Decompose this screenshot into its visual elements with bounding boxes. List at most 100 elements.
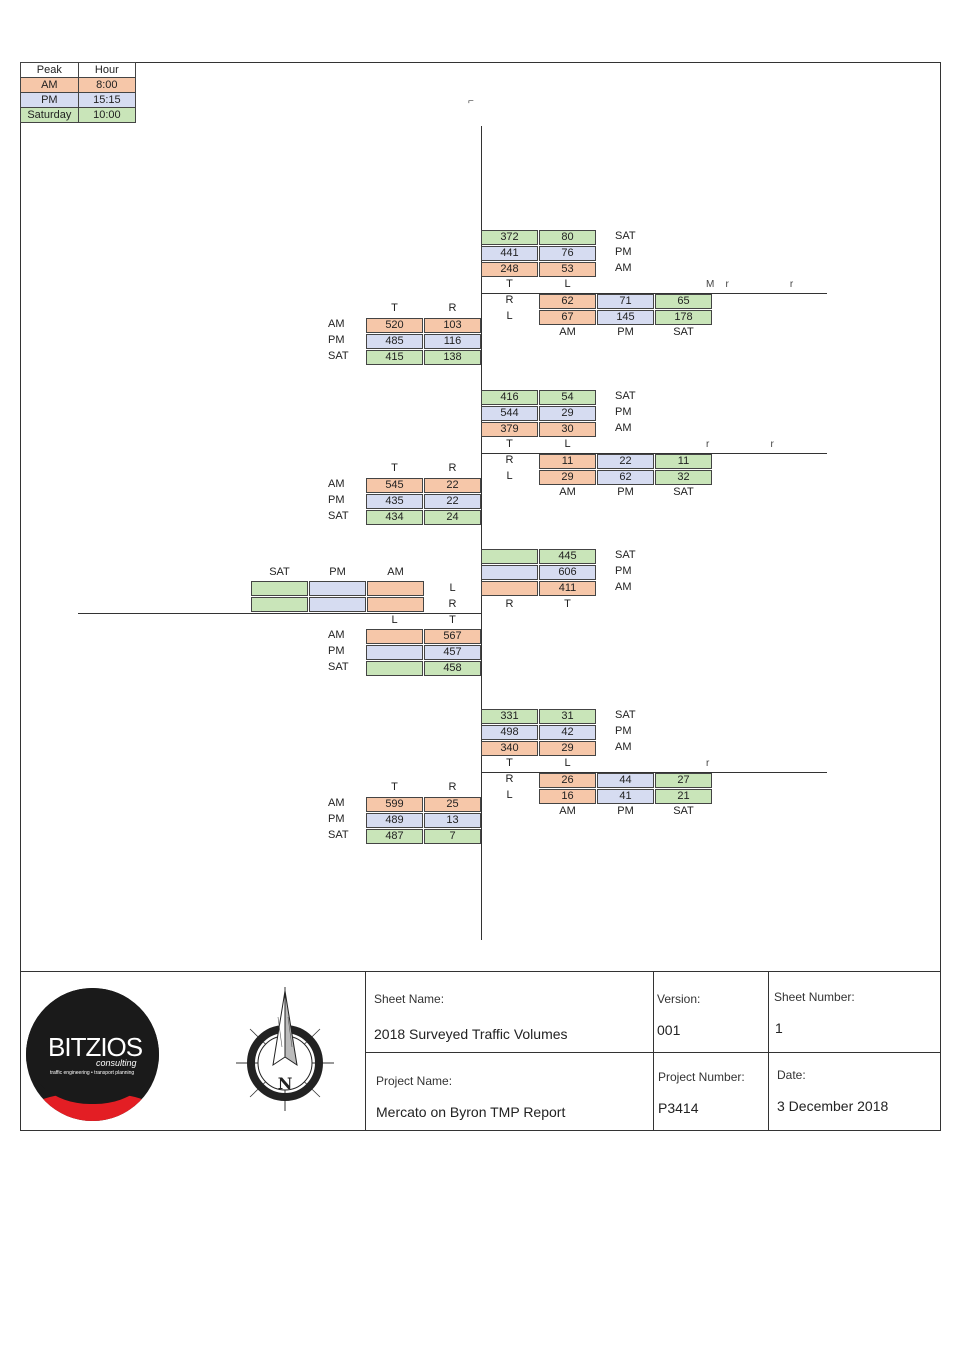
north-through-sat-0: 372 xyxy=(481,230,538,245)
east-l-label-1: L xyxy=(506,470,513,482)
legend-peak-am: AM xyxy=(20,77,79,93)
version-label: Version: xyxy=(657,992,701,1006)
north-row-label-pm-3: PM xyxy=(615,725,632,737)
south-through-pm-1: 435 xyxy=(366,494,423,509)
east-col-label-pm-1: PM xyxy=(617,486,634,498)
i2-north-through-pm: 606 xyxy=(539,565,596,580)
south-right-pm-1: 22 xyxy=(424,494,481,509)
east-col-label-pm-3: PM xyxy=(617,805,634,817)
i2-south-row-label-sat: SAT xyxy=(328,661,349,673)
north-t-label-3: T xyxy=(506,757,513,769)
i2-north-row-label-sat: SAT xyxy=(615,549,636,561)
i2-north-right-pm xyxy=(481,565,538,580)
south-r-label-1: R xyxy=(448,462,457,474)
east-left-pm-1: 62 xyxy=(597,470,654,485)
side-road-line-3 xyxy=(481,772,827,773)
peak-hour-legend: Peak Hour AM 8:00 PM 15:15 Saturday 10:0… xyxy=(20,62,137,123)
north-left-pm-0: 76 xyxy=(539,246,596,261)
south-through-sat-3: 487 xyxy=(366,829,423,844)
east-col-label-sat-3: SAT xyxy=(673,805,694,817)
east-right-pm-0: 71 xyxy=(597,294,654,309)
north-left-pm-1: 29 xyxy=(539,406,596,421)
i2-south-row-label-am: AM xyxy=(328,629,345,641)
north-row-label-am-0: AM xyxy=(615,262,632,274)
south-through-am-1: 545 xyxy=(366,478,423,493)
main-road-line xyxy=(481,126,482,940)
east-right-sat-1: 11 xyxy=(655,454,712,469)
south-through-sat-1: 434 xyxy=(366,510,423,525)
north-left-pm-3: 42 xyxy=(539,725,596,740)
south-right-sat-3: 7 xyxy=(424,829,481,844)
side-road-text-1: r r xyxy=(706,439,774,450)
south-row-label-sat-3: SAT xyxy=(328,829,349,841)
i2-west-right-am xyxy=(367,597,424,612)
title-block-divider-1 xyxy=(365,971,366,1131)
south-row-label-am-3: AM xyxy=(328,797,345,809)
south-through-am-0: 520 xyxy=(366,318,423,333)
legend-header-hour: Hour xyxy=(77,62,137,78)
east-left-pm-3: 41 xyxy=(597,789,654,804)
i2-west-col-label-sat: SAT xyxy=(269,566,290,578)
east-right-am-1: 11 xyxy=(539,454,596,469)
north-row-label-sat-0: SAT xyxy=(615,230,636,242)
north-through-sat-3: 331 xyxy=(481,709,538,724)
title-block-divider-3 xyxy=(768,971,769,1131)
north-left-am-3: 29 xyxy=(539,741,596,756)
legend-hour-am: 8:00 xyxy=(77,77,137,93)
i2-north-row-label-am: AM xyxy=(615,581,632,593)
i2-south-l-label: L xyxy=(391,614,398,626)
east-right-pm-3: 44 xyxy=(597,773,654,788)
south-right-pm-3: 13 xyxy=(424,813,481,828)
legend-peak-pm: PM xyxy=(20,92,79,108)
north-through-pm-0: 441 xyxy=(481,246,538,261)
south-right-am-3: 25 xyxy=(424,797,481,812)
i2-north-right-sat xyxy=(481,549,538,564)
i2-west-col-label-am: AM xyxy=(387,566,404,578)
i2-south-left-am xyxy=(366,629,423,644)
north-through-am-3: 340 xyxy=(481,741,538,756)
i2-south-row-label-pm: PM xyxy=(328,645,345,657)
sheet-number-label: Sheet Number: xyxy=(774,990,855,1004)
i2-north-r-label: R xyxy=(505,598,514,610)
east-right-sat-0: 65 xyxy=(655,294,712,309)
north-row-label-am-3: AM xyxy=(615,741,632,753)
i2-south-through-sat: 458 xyxy=(424,661,481,676)
i2-south-left-sat xyxy=(366,661,423,676)
logo-black-inner xyxy=(26,988,159,1104)
north-through-sat-1: 416 xyxy=(481,390,538,405)
south-right-sat-1: 24 xyxy=(424,510,481,525)
east-col-label-pm-0: PM xyxy=(617,326,634,338)
north-left-sat-3: 31 xyxy=(539,709,596,724)
south-r-label-0: R xyxy=(448,302,457,314)
sheet-name: 2018 Surveyed Traffic Volumes xyxy=(374,1026,568,1042)
east-col-label-sat-1: SAT xyxy=(673,486,694,498)
i2-south-through-pm: 457 xyxy=(424,645,481,660)
south-row-label-pm-1: PM xyxy=(328,494,345,506)
title-block-mid-line xyxy=(365,1052,941,1053)
north-left-sat-0: 80 xyxy=(539,230,596,245)
drawing-frame xyxy=(20,62,941,1131)
east-left-sat-1: 32 xyxy=(655,470,712,485)
i2-west-l-label: L xyxy=(449,582,456,594)
legend-hour-pm: 15:15 xyxy=(77,92,137,108)
south-right-am-1: 22 xyxy=(424,478,481,493)
logo-sub: consulting xyxy=(96,1058,137,1068)
bitzios-logo: BITZIOS consulting traffic engineering •… xyxy=(26,988,159,1121)
north-through-pm-3: 498 xyxy=(481,725,538,740)
south-row-label-sat-0: SAT xyxy=(328,350,349,362)
project-number-label: Project Number: xyxy=(658,1070,745,1084)
east-right-pm-1: 22 xyxy=(597,454,654,469)
east-left-am-3: 16 xyxy=(539,789,596,804)
north-through-pm-1: 544 xyxy=(481,406,538,421)
east-l-label-3: L xyxy=(506,789,513,801)
east-left-sat-0: 178 xyxy=(655,310,712,325)
east-left-pm-0: 145 xyxy=(597,310,654,325)
i2-west-road-line xyxy=(78,613,481,614)
east-r-label-1: R xyxy=(505,454,514,466)
south-through-pm-3: 489 xyxy=(366,813,423,828)
south-row-label-pm-3: PM xyxy=(328,813,345,825)
date: 3 December 2018 xyxy=(777,1098,889,1114)
east-r-label-3: R xyxy=(505,773,514,785)
north-through-am-1: 379 xyxy=(481,422,538,437)
date-label: Date: xyxy=(777,1068,806,1082)
